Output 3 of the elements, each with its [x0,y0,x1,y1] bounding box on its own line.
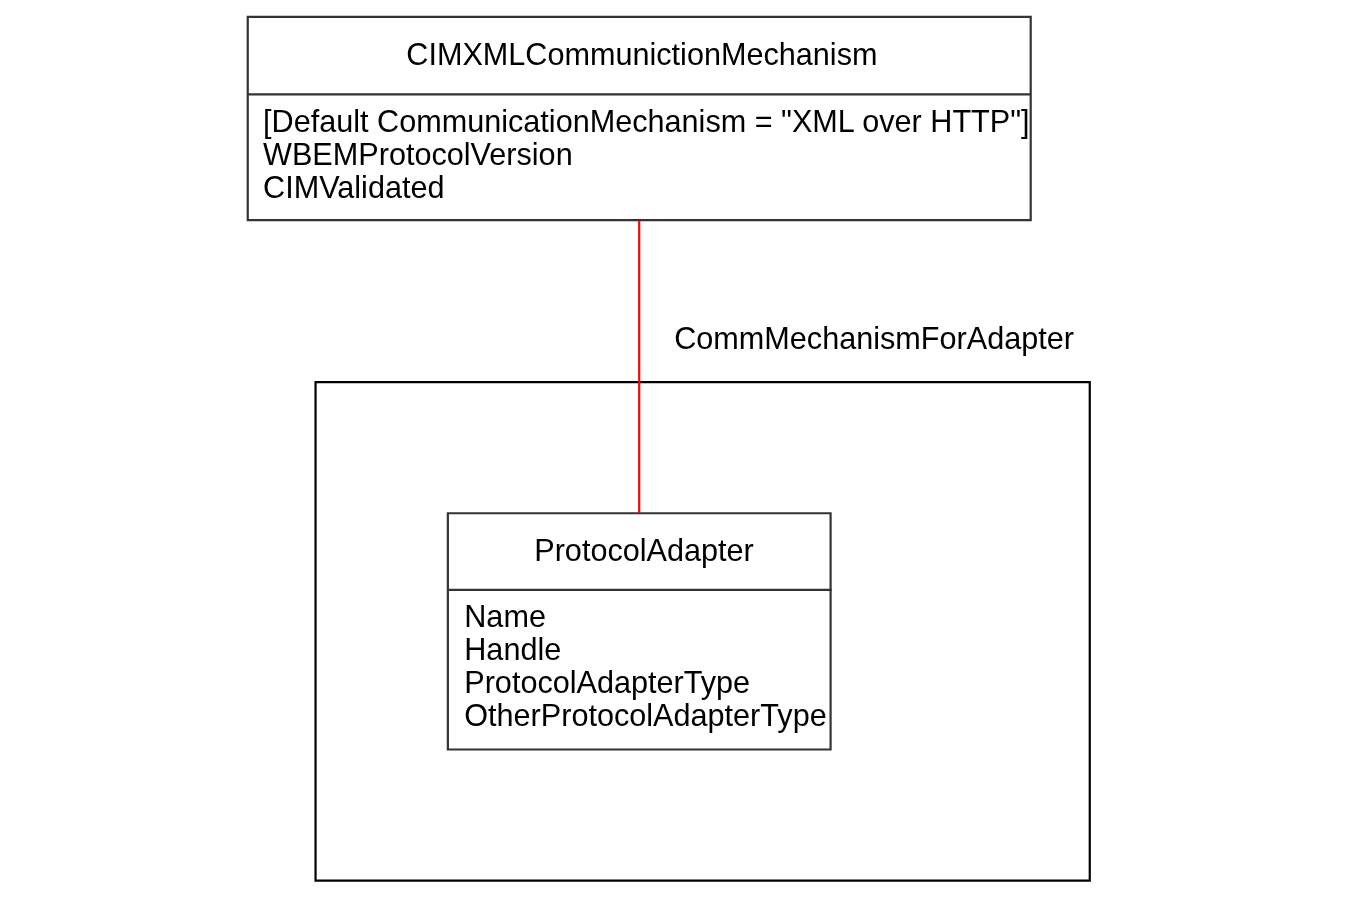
connector [637,220,640,513]
cluster [313,380,1091,882]
edge-label: CommMechanismForAdapter [673,320,1074,355]
